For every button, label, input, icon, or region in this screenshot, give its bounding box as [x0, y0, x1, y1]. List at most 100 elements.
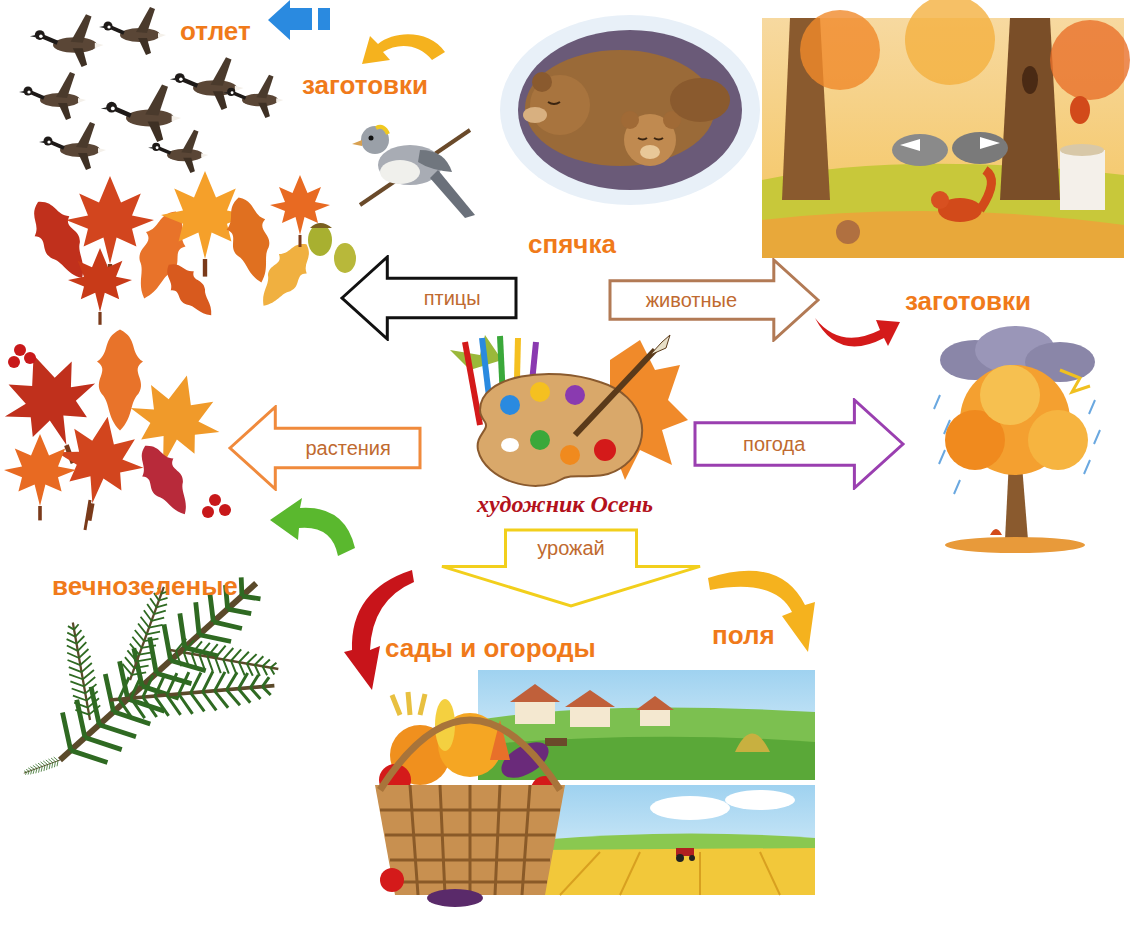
vegetable-basket-part [380, 720, 560, 790]
autumn-leaves-part [4, 434, 76, 520]
bird [352, 126, 475, 218]
red-swoosh-part [344, 570, 414, 690]
autumn-leaves-part [157, 255, 222, 325]
arrow-node: погода [693, 398, 905, 490]
node-text-box: урожай [511, 533, 632, 563]
topic-label: заготовки [905, 286, 1031, 316]
paint [594, 439, 616, 461]
forest-scene-part [762, 211, 1124, 258]
field-landscape [538, 785, 815, 895]
arrow-node: растения [228, 405, 422, 491]
autumn-leaves-part [24, 352, 36, 364]
field-landscape-part [560, 852, 780, 895]
topic-label: вечнозеленые [52, 571, 238, 601]
pencil [465, 342, 480, 425]
block-arrow-outline [442, 530, 700, 606]
bird-part [352, 140, 362, 146]
autumn-leaves-part [8, 356, 20, 368]
topic-label: сады и огороды [385, 633, 596, 663]
bird-part [418, 150, 452, 172]
red-swoosh [815, 318, 900, 346]
autumn-leaves-part [310, 223, 332, 228]
topic-label: заготовки [302, 70, 428, 100]
node-text-box: животные [613, 284, 770, 317]
leaf [450, 335, 502, 370]
paint [560, 445, 580, 465]
vegetable-basket-part [392, 692, 425, 715]
village-landscape-part [570, 705, 610, 727]
autumn-leaves-part [209, 494, 221, 506]
weather-tree-part [990, 529, 1002, 535]
topic-label: поля [712, 620, 775, 650]
autumn-leaves [21, 171, 356, 325]
block-arrow-outline [610, 260, 818, 340]
bear-den-part [523, 107, 547, 123]
autumn-leaves-part [308, 224, 332, 256]
green-swoosh-part [270, 498, 355, 556]
forest-scene-part [836, 220, 860, 244]
pine-branch [22, 558, 281, 785]
blue-arrow-part [312, 6, 318, 32]
pine-branch-part [168, 636, 281, 683]
brush-tip [650, 335, 670, 355]
village-landscape-part [636, 696, 674, 710]
arrow-label: урожай [537, 536, 604, 560]
node-text-box: погода [698, 426, 850, 462]
autumn-leaves [0, 329, 231, 530]
palette-title: художник Осень [477, 492, 653, 516]
bird-part [430, 170, 475, 218]
bear-den-part [500, 15, 760, 205]
forest-scene-part [900, 137, 1000, 151]
yellow-swoosh [708, 571, 815, 652]
village-landscape-part [510, 684, 560, 702]
forest-scene-part [1060, 144, 1104, 156]
bear-den-part [532, 72, 552, 92]
green-swoosh [270, 498, 355, 556]
autumn-leaves-part [68, 248, 132, 325]
geese-part [39, 122, 106, 170]
arrow-node: птицы [340, 255, 518, 341]
node-text-box: художник Осень [440, 488, 690, 520]
weather-tree [934, 326, 1100, 553]
vegetable-basket-part [375, 785, 565, 895]
forest-scene-part [1000, 18, 1060, 200]
weather-tree-part [945, 537, 1085, 553]
vegetable-basket-part [380, 868, 404, 892]
vegetable-basket [375, 692, 565, 907]
village-landscape-part [545, 738, 567, 746]
geese-part [19, 72, 86, 120]
weather-tree-part [1060, 370, 1090, 392]
geese-part [148, 130, 208, 173]
forest-scene-part [800, 10, 880, 90]
forest-scene-part [905, 0, 995, 85]
palette-hole [501, 438, 519, 452]
arrow-label: птицы [424, 286, 481, 310]
arrow-label: погода [743, 432, 805, 456]
autumn-leaves-part [202, 506, 214, 518]
geese-part [170, 57, 244, 110]
forest-scene-part [931, 191, 949, 209]
autumn-leaves-part [334, 243, 356, 273]
pine-branch-part [60, 620, 102, 722]
village-landscape-part [515, 700, 555, 724]
red-swoosh [344, 570, 414, 690]
geese-part [223, 75, 283, 118]
forest-scene-part [980, 170, 991, 210]
geese-part [101, 84, 181, 142]
forest-scene-part [1060, 150, 1105, 210]
bear-den-part [638, 138, 663, 140]
bear-den-part [640, 145, 660, 159]
node-text-box: птицы [391, 281, 513, 315]
bear-den-part [518, 30, 742, 190]
brush [575, 350, 655, 435]
forest-scene [762, 0, 1130, 258]
blue-arrow-part [268, 0, 330, 40]
village-landscape-part [565, 690, 615, 707]
paint [530, 382, 550, 402]
forest-scene-part [1070, 96, 1090, 124]
pine-branch-part [22, 755, 62, 777]
arrow-label: растения [305, 436, 390, 460]
field-landscape-part [650, 796, 730, 820]
village-landscape-part [640, 708, 670, 726]
